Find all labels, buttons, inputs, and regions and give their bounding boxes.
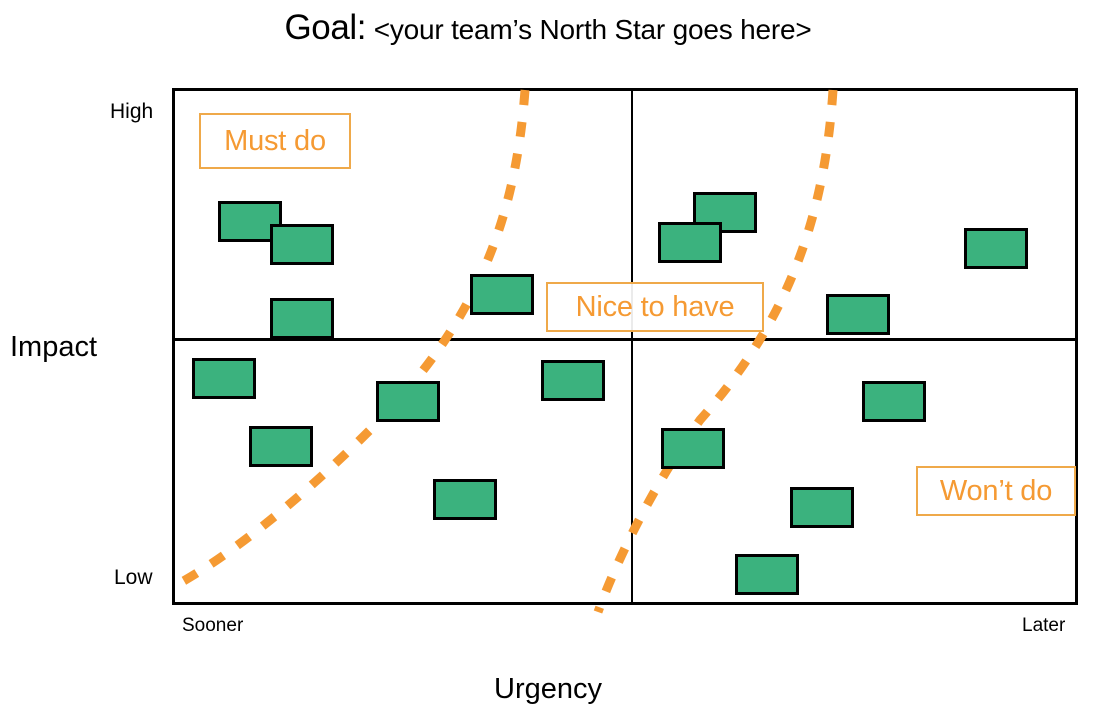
title-goal-word: Goal: xyxy=(284,8,367,47)
sticky-note[interactable] xyxy=(541,360,605,401)
sticky-note[interactable] xyxy=(249,426,313,467)
sticky-note[interactable] xyxy=(862,381,926,422)
y-axis-tick-high: High xyxy=(110,100,154,123)
quadrant-label-nice-to-have-text: Nice to have xyxy=(575,290,735,323)
sticky-note[interactable] xyxy=(192,358,256,399)
sticky-note[interactable] xyxy=(661,428,725,469)
page-title: Goal: <your team’s North Star goes here> xyxy=(0,8,1096,48)
x-axis-tick-sooner: Sooner xyxy=(182,615,244,636)
sticky-note[interactable] xyxy=(735,554,799,595)
quadrant-label-must-do-text: Must do xyxy=(224,124,326,157)
y-axis-tick-low: Low xyxy=(114,566,153,589)
quadrant-divider-vertical xyxy=(631,91,633,602)
sticky-note[interactable] xyxy=(270,298,334,339)
quadrant-label-wont-do-text: Won’t do xyxy=(939,474,1053,507)
quadrant-label-must-do[interactable]: Must do xyxy=(199,113,351,169)
y-axis-label: Impact xyxy=(10,331,98,363)
sticky-note[interactable] xyxy=(270,224,334,265)
x-axis-label: Urgency xyxy=(494,673,602,705)
title-goal-placeholder: <your team’s North Star goes here> xyxy=(366,14,812,45)
sticky-note[interactable] xyxy=(376,381,440,422)
x-axis-tick-later: Later xyxy=(1022,615,1066,636)
quadrant-label-wont-do[interactable]: Won’t do xyxy=(916,466,1076,516)
sticky-note[interactable] xyxy=(964,228,1028,269)
sticky-note[interactable] xyxy=(470,274,534,315)
sticky-note[interactable] xyxy=(658,222,722,263)
sticky-note[interactable] xyxy=(826,294,890,335)
sticky-note[interactable] xyxy=(790,487,854,528)
sticky-note[interactable] xyxy=(433,479,497,520)
quadrant-label-nice-to-have[interactable]: Nice to have xyxy=(546,282,764,332)
